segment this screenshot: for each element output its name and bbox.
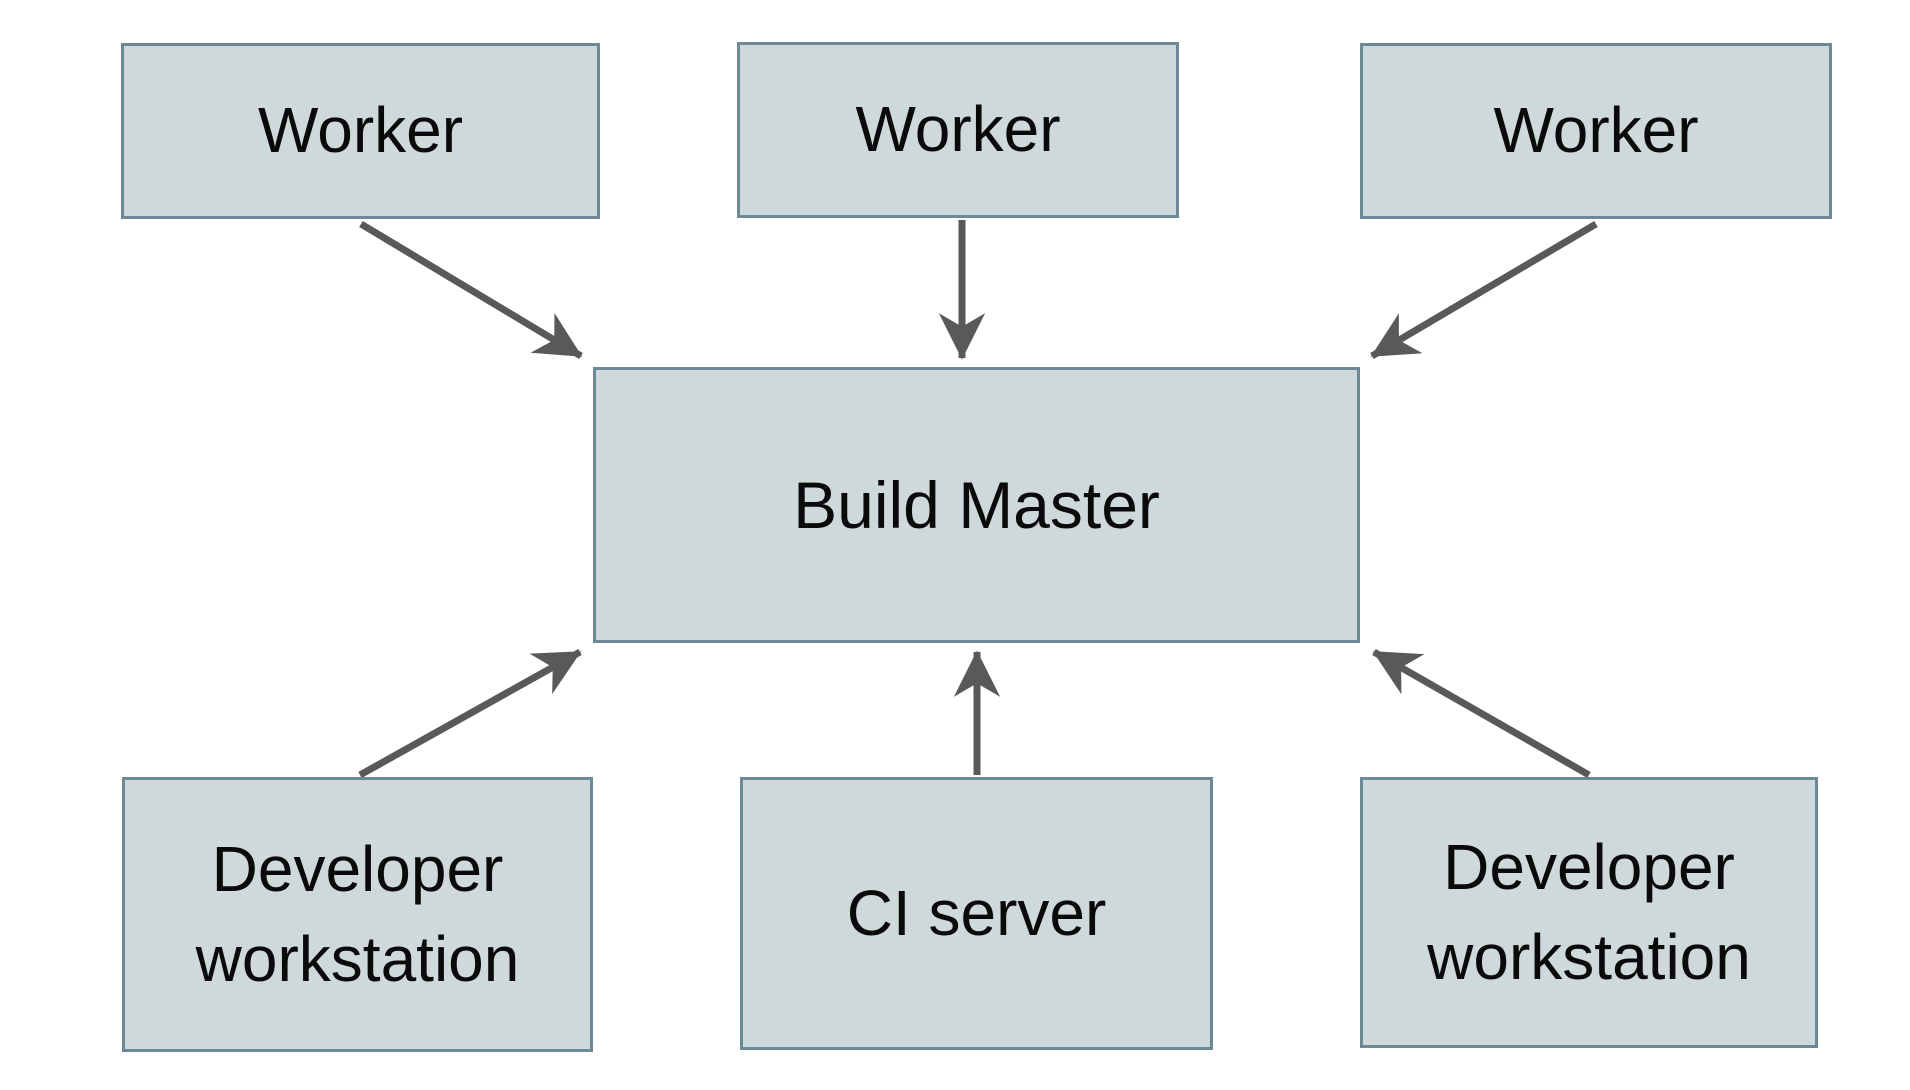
node-worker-3: Worker [1360,43,1832,219]
node-worker-1: Worker [121,43,600,219]
node-build-master-label: Build Master [793,467,1160,542]
node-worker-2: Worker [737,42,1179,218]
node-developer-workstation-left: Developer workstation [122,777,593,1052]
node-developer-workstation-right-label: Developer workstation [1427,830,1751,993]
arrow-dev-left-to-build-master [358,648,582,779]
node-ci-server-label: CI server [846,876,1107,949]
node-developer-workstation-right: Developer workstation [1360,777,1818,1048]
node-worker-1-label: Worker [257,94,464,167]
node-build-master: Build Master [593,367,1360,643]
node-worker-3-label: Worker [1493,94,1699,167]
arrow-worker3-to-build-master [1370,220,1598,360]
node-developer-workstation-left-label: Developer workstation [195,832,520,995]
arrow-worker1-to-build-master [359,220,583,360]
arrow-dev-right-to-build-master [1372,648,1591,779]
node-ci-server: CI server [740,777,1213,1050]
node-worker-2-label: Worker [855,93,1061,166]
